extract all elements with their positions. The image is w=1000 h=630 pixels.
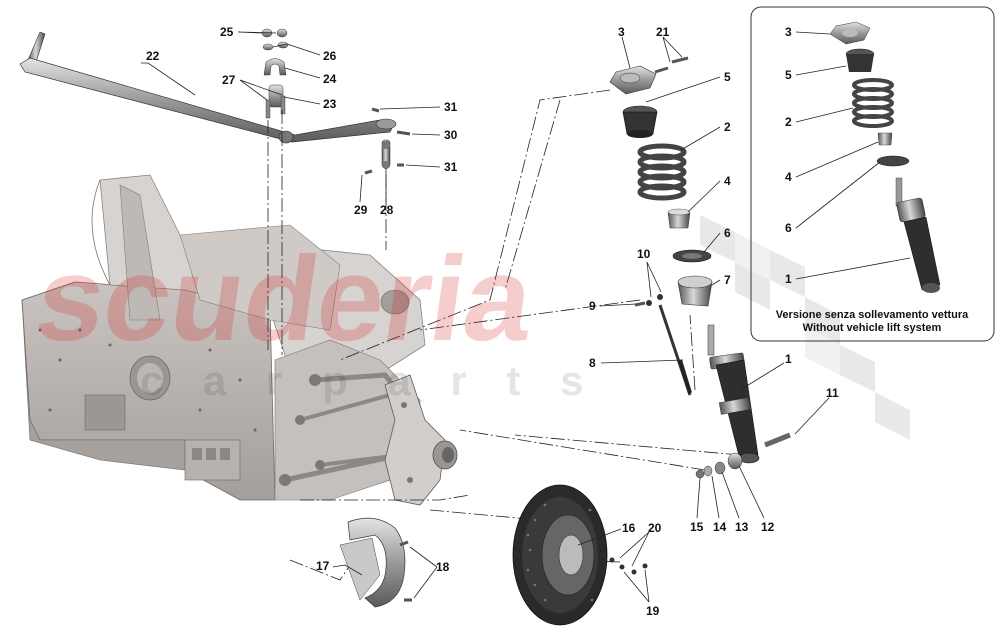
tie-rod — [658, 304, 692, 396]
damper — [707, 324, 760, 464]
watermark-main: scuderia — [29, 232, 542, 366]
callout-18: 18 — [436, 560, 450, 574]
inset-callout-4: 4 — [785, 170, 792, 184]
callout-11: 11 — [826, 386, 839, 400]
callout-1: 1 — [785, 352, 792, 366]
watermark-sub: c a r p a r t s — [140, 357, 597, 404]
callout-17: 17 — [316, 559, 330, 573]
callout-22: 22 — [146, 49, 160, 63]
checker-watermark — [700, 215, 910, 440]
callout-15: 15 — [690, 520, 704, 534]
lower-spring-seat — [672, 249, 712, 263]
callout-20: 20 — [648, 521, 662, 535]
inset-caption: Versione senza sollevamento vettura With… — [754, 309, 990, 335]
callout-8: 8 — [589, 356, 596, 370]
callout-10: 10 — [637, 247, 651, 261]
leader-lines — [141, 31, 911, 603]
callout-28: 28 — [380, 203, 394, 217]
callout-31-lower: 31 — [444, 160, 458, 174]
callout-26: 26 — [323, 49, 337, 63]
callout-labels: 22 25 26 24 27 23 31 30 31 29 28 3 21 5 … — [146, 25, 839, 618]
callout-19: 19 — [646, 604, 660, 618]
damper-lower-hardware — [695, 432, 791, 479]
callout-31-upper: 31 — [444, 100, 458, 114]
callout-2: 2 — [724, 120, 731, 134]
callout-6: 6 — [724, 226, 731, 240]
bump-stop — [667, 208, 691, 229]
callout-29: 29 — [354, 203, 368, 217]
callout-27: 27 — [222, 73, 236, 87]
inset-callout-6: 6 — [785, 221, 792, 235]
inset-callout-2: 2 — [785, 115, 792, 129]
callout-7: 7 — [724, 273, 731, 287]
callout-14: 14 — [713, 520, 727, 534]
dust-shield — [339, 517, 406, 608]
callout-3: 3 — [618, 25, 625, 39]
callout-4: 4 — [724, 174, 731, 188]
inset-caption-english: Without vehicle lift system — [802, 322, 942, 334]
callout-24: 24 — [323, 72, 337, 86]
upper-spring-seat — [622, 105, 658, 138]
coil-spring — [637, 143, 687, 201]
shield-screws — [399, 540, 412, 602]
stabilizer-bar — [19, 31, 397, 144]
callout-16: 16 — [622, 521, 636, 535]
top-mount — [609, 56, 689, 95]
fitting-parts — [634, 294, 663, 307]
wheel-upright — [384, 374, 458, 506]
callout-30: 30 — [444, 128, 458, 142]
stabilizer-hardware — [261, 28, 411, 175]
brake-disc — [512, 484, 608, 626]
chassis-frame — [21, 174, 426, 501]
damper-pad — [677, 275, 713, 307]
callout-9: 9 — [589, 299, 596, 313]
inset-panel — [750, 6, 995, 342]
inset-callout-5: 5 — [785, 68, 792, 82]
callout-12: 12 — [761, 520, 775, 534]
callout-13: 13 — [735, 520, 749, 534]
callout-23: 23 — [323, 97, 337, 111]
inset-caption-italian: Versione senza sollevamento vettura — [775, 309, 969, 321]
inset-callout-3: 3 — [785, 25, 792, 39]
callout-21: 21 — [656, 25, 670, 39]
disc-screws — [609, 557, 648, 575]
callout-5: 5 — [724, 70, 731, 84]
inset-callout-1: 1 — [785, 272, 792, 286]
callout-25: 25 — [220, 25, 234, 39]
